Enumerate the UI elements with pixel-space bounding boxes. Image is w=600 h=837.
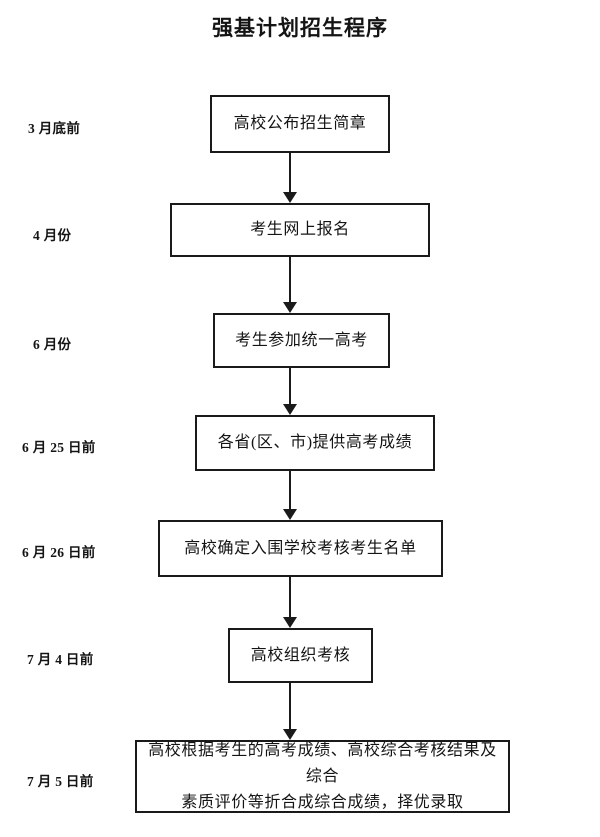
stage-box-text: 高校组织考核	[250, 646, 351, 664]
stage-time-label: 3 月底前	[28, 121, 81, 136]
arrow-shaft	[289, 153, 291, 192]
stage-time-label: 4 月份	[33, 228, 72, 243]
arrow-head	[283, 617, 297, 628]
stage-time-label: 7 月 5 日前	[27, 774, 94, 789]
arrow-shaft	[289, 683, 291, 729]
stage-time-label: 7 月 4 日前	[27, 652, 94, 667]
stage-time-label: 6 月 26 日前	[22, 545, 96, 560]
stage-box-text: 考生网上报名	[250, 221, 350, 238]
page-title: 强基计划招生程序	[212, 17, 388, 40]
arrow-head	[283, 729, 297, 740]
down-arrow-icon	[280, 471, 300, 520]
arrow-shaft	[289, 257, 291, 302]
stage-box-text: 高校根据考生的高考成绩、高校综合考核结果及综合 素质评价等折合成综合成绩，择优录…	[148, 741, 497, 811]
stage-time-label: 6 月份	[33, 337, 72, 352]
stage-box-2[interactable]: 考生网上报名	[170, 203, 430, 257]
stage-box-6[interactable]: 高校组织考核	[228, 628, 373, 683]
stage-box-text: 考生参加统一高考	[235, 331, 368, 349]
stage-time-label: 6 月 25 日前	[22, 440, 96, 455]
arrow-shaft	[289, 471, 291, 509]
down-arrow-icon	[280, 153, 300, 203]
stage-box-7[interactable]: 高校根据考生的高考成绩、高校综合考核结果及综合 素质评价等折合成综合成绩，择优录…	[135, 740, 510, 813]
arrow-shaft	[289, 368, 291, 404]
stage-box-3[interactable]: 考生参加统一高考	[213, 313, 390, 368]
arrow-head	[283, 192, 297, 203]
stage-box-text: 高校公布招生简章	[233, 115, 367, 132]
arrow-head	[283, 509, 297, 520]
stage-box-4[interactable]: 各省(区、市)提供高考成绩	[195, 415, 435, 471]
stage-box-1[interactable]: 高校公布招生简章	[210, 95, 390, 153]
down-arrow-icon	[280, 368, 300, 415]
arrow-head	[283, 404, 297, 415]
down-arrow-icon	[280, 257, 300, 313]
stage-box-5[interactable]: 高校确定入围学校考核考生名单	[158, 520, 443, 577]
stage-box-text: 各省(区、市)提供高考成绩	[217, 434, 413, 451]
stage-box-text: 高校确定入围学校考核考生名单	[184, 539, 417, 557]
down-arrow-icon	[280, 577, 300, 628]
down-arrow-icon	[280, 683, 300, 740]
arrow-shaft	[289, 577, 291, 617]
arrow-head	[283, 302, 297, 313]
